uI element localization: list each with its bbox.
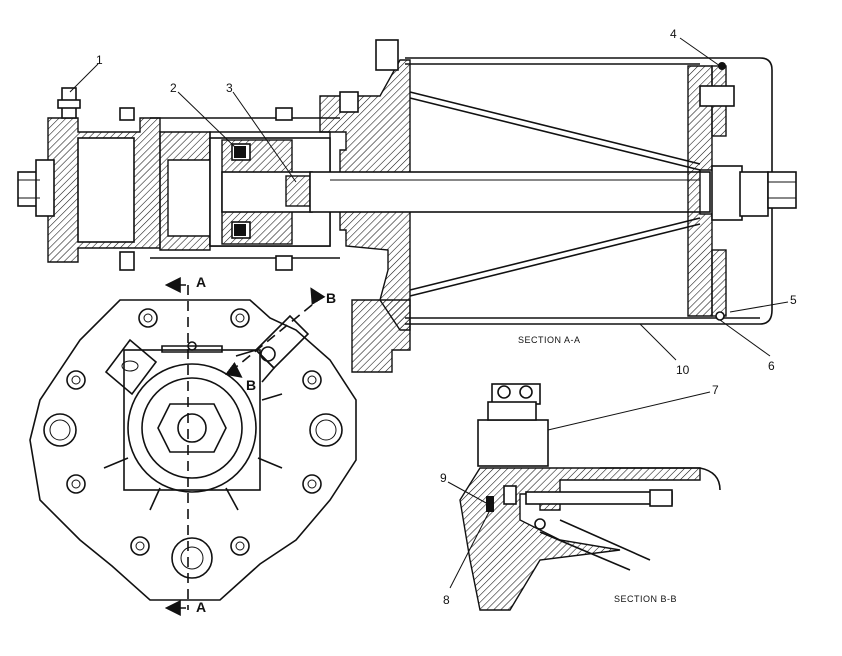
section-aa-view xyxy=(17,39,797,373)
callout-7: 7 xyxy=(712,383,719,397)
end-view xyxy=(29,277,357,616)
callout-4: 4 xyxy=(670,27,677,41)
callout-2: 2 xyxy=(170,81,177,95)
callout-labels: 1 2 3 4 5 6 7 8 9 10 xyxy=(96,27,797,607)
section-bb-view xyxy=(459,383,721,611)
callout-1: 1 xyxy=(96,53,103,67)
callout-10: 10 xyxy=(676,363,690,377)
callout-5: 5 xyxy=(790,293,797,307)
view-marker-b-lower: B xyxy=(246,377,256,393)
view-marker-b-upper: B xyxy=(326,290,336,306)
section-aa-caption: SECTION A-A xyxy=(518,335,581,345)
callout-3: 3 xyxy=(226,81,233,95)
view-marker-a-bottom: A xyxy=(196,599,206,615)
leader-lines xyxy=(69,37,789,589)
view-marker-a-top: A xyxy=(196,274,206,290)
callout-8: 8 xyxy=(443,593,450,607)
section-bb-caption: SECTION B-B xyxy=(614,594,677,604)
callout-6: 6 xyxy=(768,359,775,373)
callout-9: 9 xyxy=(440,471,447,485)
